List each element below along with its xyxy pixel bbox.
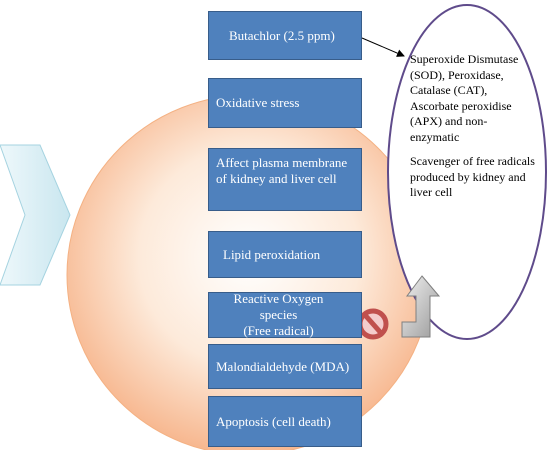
antioxidant-oval — [387, 4, 547, 340]
step-lipid-peroxidation: Lipid peroxidation — [208, 231, 362, 278]
step-ros: Reactive Oxygen species (Free radical) — [208, 291, 362, 338]
step-label: Reactive Oxygen species — [233, 291, 324, 322]
antioxidant-enzymes: Superoxide Dismutase (SOD), Peroxidase, … — [410, 52, 519, 144]
u-turn-arrow-icon — [401, 275, 441, 338]
step-label: Apoptosis (cell death) — [216, 413, 331, 429]
prohibition-icon — [357, 308, 389, 340]
connector-arrow — [361, 37, 405, 57]
step-affect-membrane: Affect plasma membrane of kidney and liv… — [208, 148, 362, 211]
step-sublabel: (Free radical) — [243, 323, 314, 338]
step-label: Malondialdehyde (MDA) — [216, 358, 350, 374]
antioxidant-text: Superoxide Dismutase (SOD), Peroxidase, … — [410, 52, 536, 210]
step-mda: Malondialdehyde (MDA) — [208, 344, 362, 389]
step-apoptosis: Apoptosis (cell death) — [208, 396, 362, 447]
left-chevron-shape — [0, 144, 71, 286]
step-oxidative-stress: Oxidative stress — [208, 78, 362, 128]
step-label: Lipid peroxidation — [223, 246, 321, 262]
step-butachlor: Butachlor (2.5 ppm) — [208, 11, 362, 60]
step-label: Oxidative stress — [216, 95, 300, 110]
step-label: Affect plasma membrane of kidney and liv… — [216, 155, 348, 186]
antioxidant-role: Scavenger of free radicals produced by k… — [410, 154, 535, 199]
step-label: Butachlor (2.5 ppm) — [229, 27, 335, 43]
